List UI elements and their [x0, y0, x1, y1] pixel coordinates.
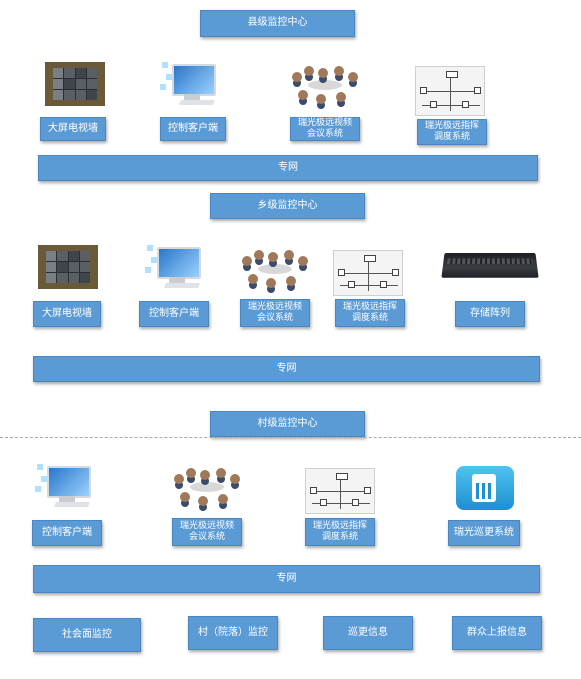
township-network-bar: 专网	[33, 356, 540, 382]
county-item-video-wall: 大屏电视墙	[40, 117, 106, 141]
county-item-dispatch: 瑞光极远指挥 调度系统	[417, 119, 487, 145]
phone-icon	[456, 466, 514, 510]
source-patrol-info: 巡更信息	[323, 616, 413, 650]
monitor-icon	[33, 462, 99, 512]
dispatch-diagram-icon	[333, 250, 403, 296]
township-item-video-conference: 瑞光极远视频 会议系统	[240, 299, 310, 327]
county-center-title: 县级监控中心	[200, 10, 355, 37]
source-village-courtyard-surveillance: 村（院落）监控	[188, 616, 278, 650]
dispatch-diagram-icon	[415, 66, 485, 116]
video-wall-icon	[45, 62, 105, 106]
monitor-icon	[158, 60, 224, 110]
township-item-dispatch: 瑞光极远指挥 调度系统	[335, 299, 405, 327]
source-social-surveillance: 社会面监控	[33, 618, 141, 652]
village-item-video-conference: 瑞光极远视频 会议系统	[172, 518, 242, 546]
township-center-title: 乡级监控中心	[210, 193, 365, 219]
village-item-dispatch: 瑞光极远指挥 调度系统	[305, 518, 375, 546]
meeting-icon	[172, 468, 242, 510]
monitor-icon	[143, 243, 209, 293]
county-network-bar: 专网	[38, 155, 538, 181]
source-public-report-info: 群众上报信息	[452, 616, 542, 650]
section-divider	[0, 437, 581, 438]
village-network-bar: 专网	[33, 565, 540, 593]
township-item-control-client: 控制客户端	[139, 301, 209, 327]
county-item-control-client: 控制客户端	[160, 117, 226, 141]
server-icon	[441, 253, 539, 278]
county-item-video-conference: 瑞光极远视频 会议系统	[290, 117, 360, 141]
village-center-title: 村级监控中心	[210, 411, 365, 437]
meeting-icon	[240, 250, 310, 292]
village-item-patrol-system: 瑞光巡更系统	[448, 520, 520, 546]
dispatch-diagram-icon	[305, 468, 375, 514]
township-item-storage-array: 存储阵列	[455, 301, 525, 327]
meeting-icon	[290, 66, 360, 108]
village-item-control-client: 控制客户端	[32, 520, 102, 546]
township-item-video-wall: 大屏电视墙	[33, 301, 101, 327]
video-wall-icon	[38, 245, 98, 289]
